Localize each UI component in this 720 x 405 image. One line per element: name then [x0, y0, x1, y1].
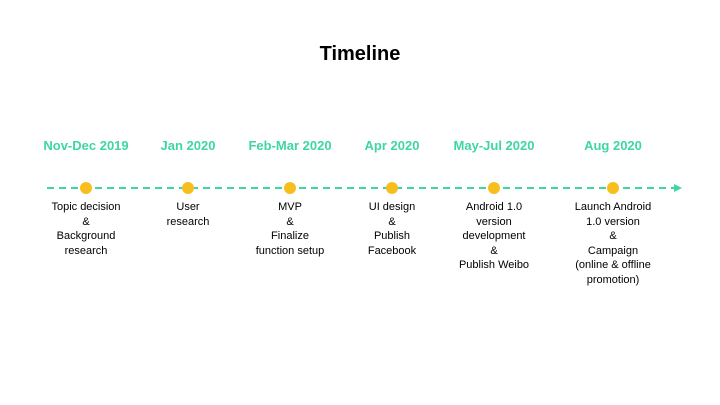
milestone-description: Topic decision & Background research [51, 201, 121, 257]
milestone-description: UI design & Publish Facebook [367, 201, 417, 257]
milestone-dot [488, 182, 500, 194]
milestone-date: May-Jul 2020 [453, 138, 535, 153]
milestone-date: Apr 2020 [364, 138, 420, 153]
milestone-dot [386, 182, 398, 194]
milestone: Aug 2020 Launch Android 1.0 version & Ca… [551, 138, 675, 288]
milestone-date: Aug 2020 [584, 138, 642, 153]
milestone-date: Jan 2020 [160, 138, 216, 153]
timeline-title: Timeline [319, 43, 401, 65]
milestone-description: Android 1.0 version development & Publis… [458, 201, 530, 272]
milestone-description: Launch Android 1.0 version & Campaign (o… [574, 201, 652, 286]
milestone-description: User research [166, 201, 210, 228]
milestone-dot [607, 182, 619, 194]
milestone-dot [284, 182, 296, 194]
milestone: Nov-Dec 2019 Topic decision & Background… [24, 138, 148, 258]
milestone: Feb-Mar 2020 MVP & Finalize function set… [228, 138, 352, 258]
milestone-dot [182, 182, 194, 194]
milestone: Apr 2020 UI design & Publish Facebook [330, 138, 454, 258]
milestone-date: Feb-Mar 2020 [248, 138, 332, 153]
milestone: Jan 2020 User research [126, 138, 250, 229]
timeline-arrowhead [674, 184, 682, 192]
milestone: May-Jul 2020 Android 1.0 version develop… [432, 138, 556, 273]
milestone-dot [80, 182, 92, 194]
milestone-date: Nov-Dec 2019 [43, 138, 129, 153]
milestone-description: MVP & Finalize function setup [255, 201, 325, 257]
